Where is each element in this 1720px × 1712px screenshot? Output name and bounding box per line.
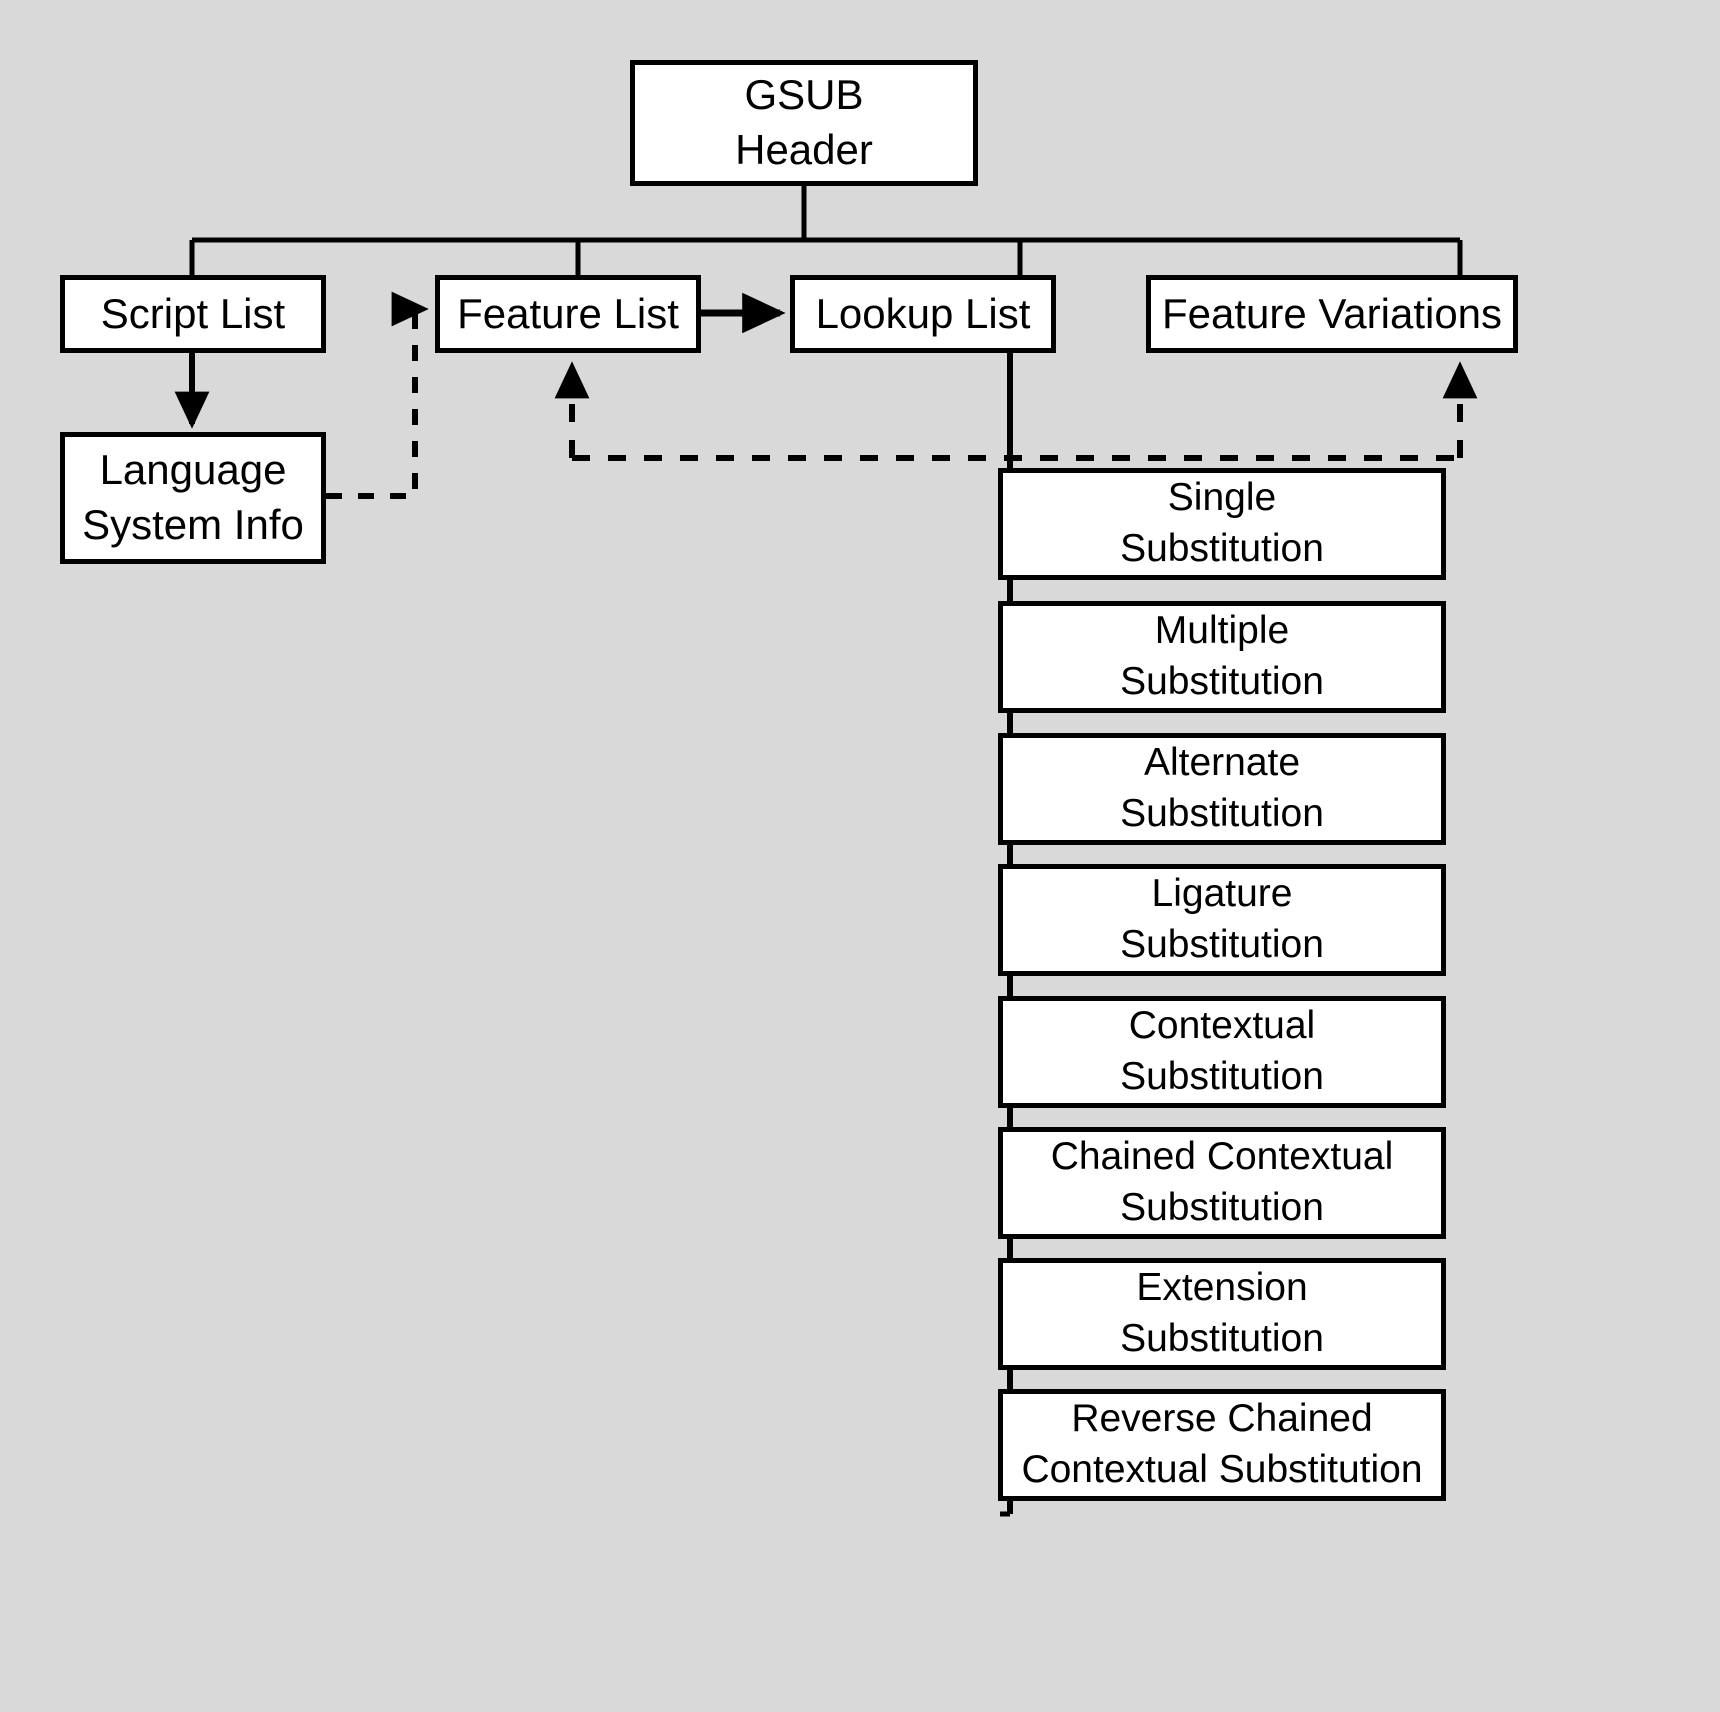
node-script-list: Script List xyxy=(60,275,326,353)
node-gsub-header: GSUB Header xyxy=(630,60,978,186)
node-single-substitution: Single Substitution xyxy=(998,468,1446,580)
ligature-substitution-label: Ligature Substitution xyxy=(1120,872,1324,966)
node-multiple-substitution: Multiple Substitution xyxy=(998,601,1446,713)
script-list-label: Script List xyxy=(100,289,286,337)
language-system-info-label: Language System Info xyxy=(82,446,304,548)
node-chained-contextual-substitution: Chained Contextual Substitution xyxy=(998,1127,1446,1239)
node-extension-substitution: Extension Substitution xyxy=(998,1258,1446,1370)
feature-list-label: Feature List xyxy=(457,289,679,337)
feature-variations-label: Feature Variations xyxy=(1161,289,1503,337)
node-ligature-substitution: Ligature Substitution xyxy=(998,864,1446,976)
contextual-substitution-label: Contextual Substitution xyxy=(1120,1004,1324,1098)
reverse-chained-contextual-substitution-label: Reverse Chained Contextual Substitution xyxy=(1021,1397,1423,1491)
gsub-header-label: GSUB Header xyxy=(735,71,873,173)
node-contextual-substitution: Contextual Substitution xyxy=(998,996,1446,1108)
node-feature-list: Feature List xyxy=(435,275,701,353)
node-reverse-chained-contextual-substitution: Reverse Chained Contextual Substitution xyxy=(998,1389,1446,1501)
extension-substitution-label: Extension Substitution xyxy=(1120,1266,1324,1360)
single-substitution-label: Single Substitution xyxy=(1120,476,1324,570)
node-language-system-info: Language System Info xyxy=(60,432,326,564)
multiple-substitution-label: Multiple Substitution xyxy=(1120,609,1324,703)
node-feature-variations: Feature Variations xyxy=(1146,275,1518,353)
node-alternate-substitution: Alternate Substitution xyxy=(998,733,1446,845)
arrow-language-to-feature xyxy=(326,291,429,499)
lookup-list-label: Lookup List xyxy=(815,289,1031,337)
chained-contextual-substitution-label: Chained Contextual Substitution xyxy=(1050,1135,1394,1229)
alternate-substitution-label: Alternate Substitution xyxy=(1120,741,1324,835)
node-lookup-list: Lookup List xyxy=(790,275,1056,353)
